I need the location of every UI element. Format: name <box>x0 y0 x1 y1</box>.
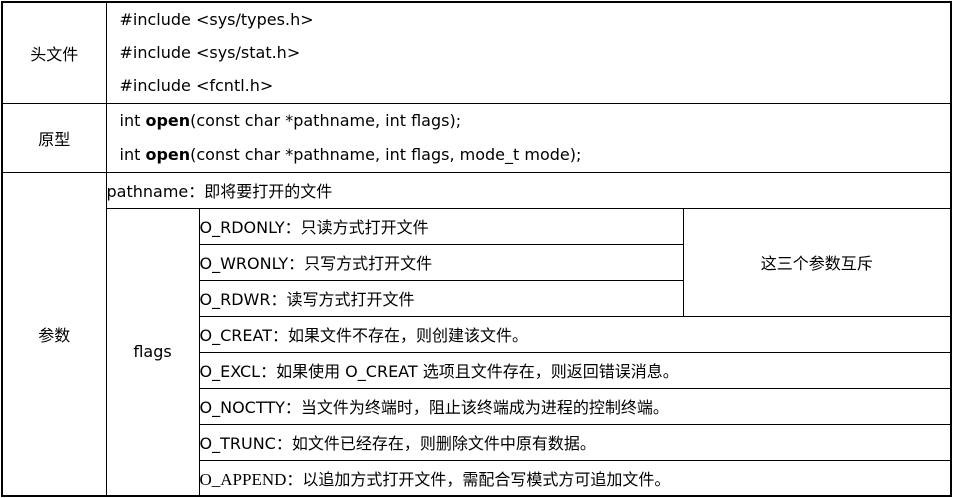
flag-name: O_EXCL <box>199 362 261 381</box>
table-row-flag-creat: O_CREAT：如果文件不存在，则创建该文件。 <box>2 315 952 353</box>
flag-desc: ：如果使用 O_CREAT 选项且文件存在，则返回错误消息。 <box>260 362 679 381</box>
table-row-pathname: 参数 pathname：即将要打开的文件 <box>1 171 952 497</box>
table-row-flag-noctty: O_NOCTTY：当文件为终端时，阻止该终端成为进程的控制终端。 <box>2 387 952 425</box>
flags-label: flags <box>105 207 200 497</box>
prototype-line-1: int open(const char *pathname, int flags… <box>107 104 950 138</box>
table-row-flag-rdwr: O_RDWR：读写方式打开文件 <box>2 279 951 317</box>
flag-desc: ：以追加方式打开文件，需配合写模式方可追加文件。 <box>286 469 671 489</box>
flag-cell-creat: O_CREAT：如果文件不存在，则创建该文件。 <box>198 315 952 353</box>
flag-cell-noctty: O_NOCTTY：当文件为终端时，阻止该终端成为进程的控制终端。 <box>198 387 952 425</box>
header-files-cell: #include <sys/types.h> #include <sys/sta… <box>105 1 952 104</box>
flag-name: O_TRUNC <box>199 434 276 453</box>
flag-name: O_CREAT <box>199 326 272 345</box>
function-args: (const char *pathname, int flags, mode_t… <box>190 144 582 164</box>
table-row-flag-wronly: O_WRONLY：只写方式打开文件 <box>2 243 951 281</box>
flag-desc: ：当文件为终端时，阻止该终端成为进程的控制终端。 <box>284 398 669 417</box>
function-name: open <box>145 110 191 130</box>
table-row-flag-trunc: O_TRUNC：如文件已经存在，则删除文件中原有数据。 <box>2 423 952 461</box>
flag-cell-rdonly: O_RDONLY：只读方式打开文件 <box>198 207 684 245</box>
mutex-note-cell: 这三个参数互斥 <box>682 207 952 317</box>
flag-name: O_RDWR <box>199 290 271 309</box>
flag-cell-wronly: O_WRONLY：只写方式打开文件 <box>198 243 684 281</box>
include-line-fcntl: #include <fcntl.h> <box>119 76 274 96</box>
return-type: int <box>119 144 146 164</box>
flag-desc: ：读写方式打开文件 <box>270 290 415 309</box>
include-line-stat: #include <sys/stat.h> <box>119 43 301 63</box>
flag-desc: ：只读方式打开文件 <box>284 218 429 237</box>
include-line-types: #include <sys/types.h> <box>119 10 314 30</box>
flag-desc: ：如果文件不存在，则创建该文件。 <box>271 326 528 345</box>
flag-cell-trunc: O_TRUNC：如文件已经存在，则删除文件中原有数据。 <box>198 423 952 461</box>
pathname-desc-cell: pathname：即将要打开的文件 <box>105 171 952 209</box>
header-files-label: 头文件 <box>1 1 107 104</box>
function-args: (const char *pathname, int flags); <box>190 110 462 130</box>
flag-desc: ：只写方式打开文件 <box>288 254 433 273</box>
flag-cell-append: O_APPEND：以追加方式打开文件，需配合写模式方可追加文件。 <box>198 459 952 497</box>
flag-name: O_RDONLY <box>199 218 285 237</box>
flag-desc: ：如文件已经存在，则删除文件中原有数据。 <box>275 434 596 453</box>
function-name: open <box>145 144 191 164</box>
flag-name: O_NOCTTY <box>199 398 285 417</box>
flag-name: O_APPEND <box>199 469 287 489</box>
prototype-line-2: int open(const char *pathname, int flags… <box>107 138 950 172</box>
prototype-cell: int open(const char *pathname, int flags… <box>105 102 952 173</box>
return-type: int <box>119 110 146 130</box>
prototype-label: 原型 <box>1 102 107 173</box>
flag-name: O_WRONLY <box>199 254 289 273</box>
flag-cell-rdwr: O_RDWR：读写方式打开文件 <box>198 279 684 317</box>
table-row-flag-excl: O_EXCL：如果使用 O_CREAT 选项且文件存在，则返回错误消息。 <box>2 351 952 389</box>
table-row-prototype: 原型 int open(const char *pathname, int fl… <box>1 102 952 173</box>
parameters-label: 参数 <box>1 171 107 497</box>
flag-cell-excl: O_EXCL：如果使用 O_CREAT 选项且文件存在，则返回错误消息。 <box>198 351 952 389</box>
table-row-header-files: 头文件 #include <sys/types.h> #include <sys… <box>1 1 952 104</box>
table-row-flag-rdonly: flags O_RDONLY：只读方式打开文件 这三个参数互斥 <box>2 207 952 497</box>
table-row-flag-append: O_APPEND：以追加方式打开文件，需配合写模式方可追加文件。 <box>2 459 952 497</box>
